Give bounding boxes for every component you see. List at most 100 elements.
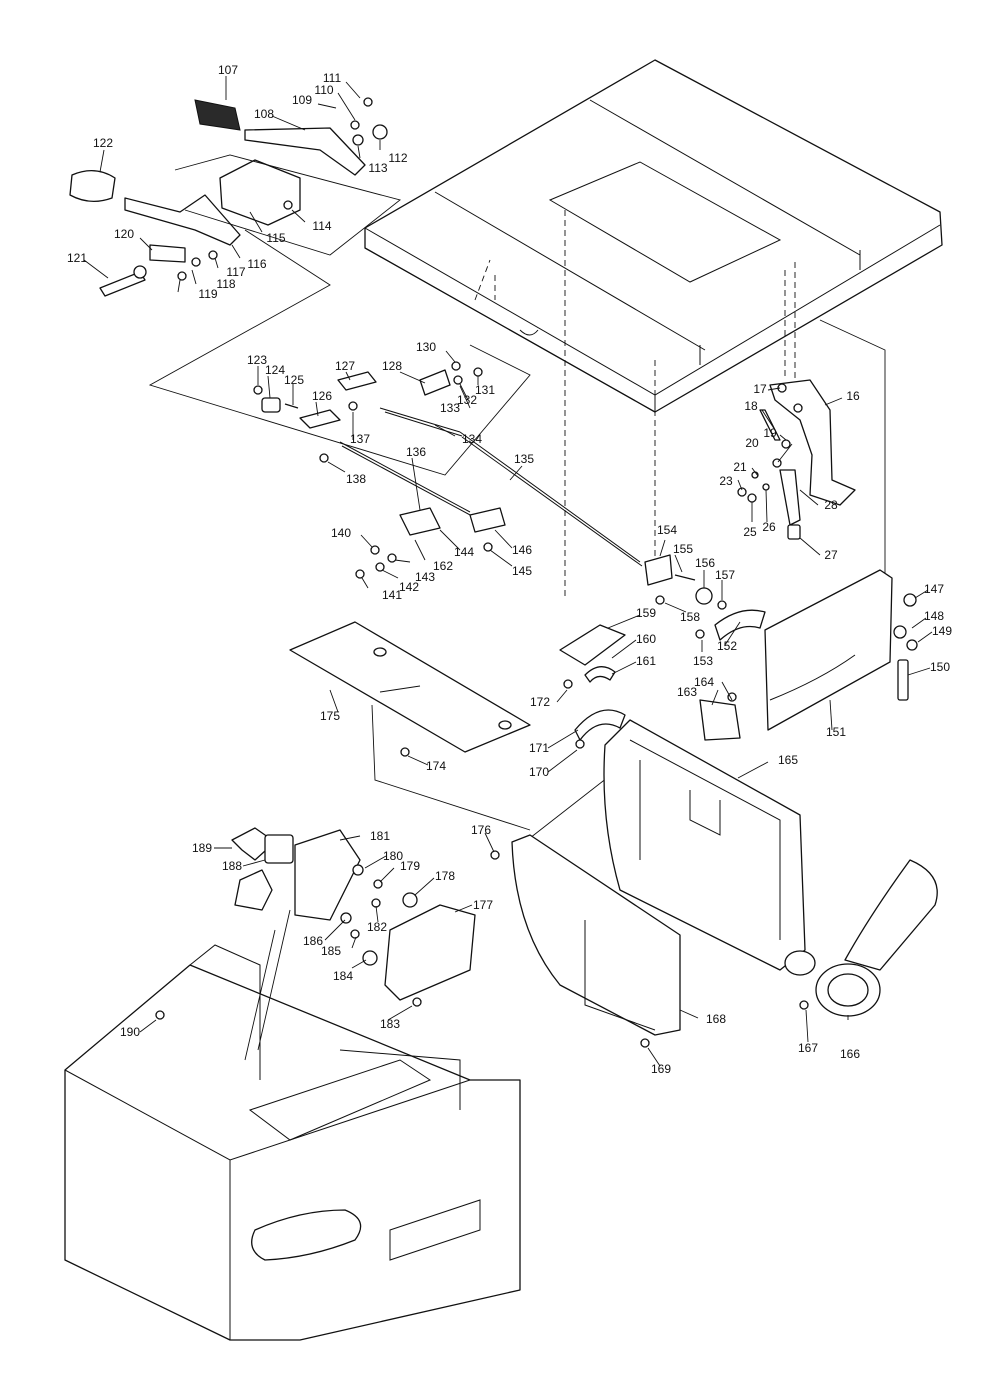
label-159: 159 (636, 606, 656, 620)
switch-box-parts (231, 827, 476, 1007)
label-179: 179 (400, 859, 420, 873)
label-127: 127 (335, 359, 355, 373)
label-125: 125 (284, 373, 304, 387)
label-121: 121 (67, 251, 87, 265)
label-131: 131 (475, 383, 495, 397)
label-158: 158 (680, 610, 700, 624)
label-18: 18 (744, 399, 758, 413)
label-155: 155 (673, 542, 693, 556)
label-26: 26 (762, 520, 776, 534)
label-133: 133 (440, 401, 460, 415)
label-152: 152 (717, 639, 737, 653)
label-189: 189 (192, 841, 212, 855)
label-27: 27 (824, 548, 838, 562)
label-123: 123 (247, 353, 267, 367)
label-164: 164 (694, 675, 714, 689)
label-132: 132 (457, 393, 477, 407)
label-23: 23 (719, 474, 733, 488)
label-118: 118 (216, 277, 235, 291)
label-138: 138 (346, 472, 366, 486)
label-19: 19 (763, 426, 777, 440)
blade-guard-bracket (737, 379, 856, 540)
label-175: 175 (320, 709, 340, 723)
label-160: 160 (636, 632, 656, 646)
label-154: 154 (657, 523, 677, 537)
label-150: 150 (930, 660, 950, 674)
label-109: 109 (292, 93, 312, 107)
label-149: 149 (932, 624, 952, 638)
rod-end-parts (644, 554, 727, 610)
dust-nozzle (784, 859, 938, 1017)
label-188: 188 (222, 859, 242, 873)
saw-base-cabinet (64, 944, 521, 1341)
label-186: 186 (303, 934, 323, 948)
table-insert-plate (289, 621, 531, 757)
blade-guard-housing (490, 692, 809, 1048)
label-140: 140 (331, 526, 351, 540)
riving-knife-plate (695, 569, 918, 731)
label-183: 183 (380, 1017, 400, 1031)
label-130: 130 (416, 340, 436, 354)
label-153: 153 (693, 654, 713, 668)
label-114: 114 (312, 219, 331, 233)
label-178: 178 (435, 869, 455, 883)
label-148: 148 (924, 609, 944, 623)
label-116: 116 (247, 257, 266, 271)
label-157: 157 (715, 568, 735, 582)
label-156: 156 (695, 556, 715, 570)
leader-lines (83, 76, 933, 1067)
label-135: 135 (514, 452, 534, 466)
label-142: 142 (399, 580, 419, 594)
label-185: 185 (321, 944, 341, 958)
label-25: 25 (743, 525, 757, 539)
handle-grip-107 (194, 99, 241, 131)
label-165: 165 (778, 753, 798, 767)
label-136: 136 (406, 445, 426, 459)
label-167: 167 (798, 1041, 818, 1055)
label-181: 181 (370, 829, 390, 843)
label-128: 128 (382, 359, 402, 373)
label-170: 170 (529, 765, 549, 779)
label-168: 168 (706, 1012, 726, 1026)
handle-assembly (69, 97, 388, 297)
label-172: 172 (530, 695, 550, 709)
table-top (364, 59, 943, 413)
label-146: 146 (512, 543, 532, 557)
label-143: 143 (415, 570, 435, 584)
label-190: 190 (120, 1025, 140, 1039)
label-119: 119 (198, 287, 217, 301)
label-177: 177 (473, 898, 493, 912)
label-144: 144 (454, 545, 474, 559)
label-171: 171 (529, 741, 549, 755)
label-126: 126 (312, 389, 332, 403)
center-clamp-parts (559, 624, 626, 749)
label-174: 174 (426, 759, 446, 773)
label-141: 141 (382, 588, 402, 602)
label-28: 28 (824, 498, 838, 512)
label-110: 110 (314, 83, 333, 97)
label-161: 161 (636, 654, 656, 668)
label-120: 120 (114, 227, 134, 241)
label-17: 17 (753, 382, 767, 396)
label-16: 16 (846, 389, 860, 403)
label-122: 122 (93, 136, 113, 150)
label-117: 117 (226, 265, 245, 279)
label-108: 108 (254, 107, 274, 121)
label-124: 124 (265, 363, 285, 377)
label-107: 107 (218, 63, 238, 77)
label-180: 180 (383, 849, 403, 863)
label-147: 147 (924, 582, 944, 596)
label-169: 169 (651, 1062, 671, 1076)
label-176: 176 (471, 823, 491, 837)
label-21: 21 (733, 460, 747, 474)
part-number-labels: 107 108 109 110 111 112 113 114 115 116 … (67, 63, 952, 1076)
label-115: 115 (266, 231, 285, 245)
label-112: 112 (388, 151, 407, 165)
label-151: 151 (826, 725, 846, 739)
label-184: 184 (333, 969, 353, 983)
label-20: 20 (745, 436, 759, 450)
label-111: 111 (323, 71, 342, 85)
label-163: 163 (677, 685, 697, 699)
label-134: 134 (462, 432, 482, 446)
